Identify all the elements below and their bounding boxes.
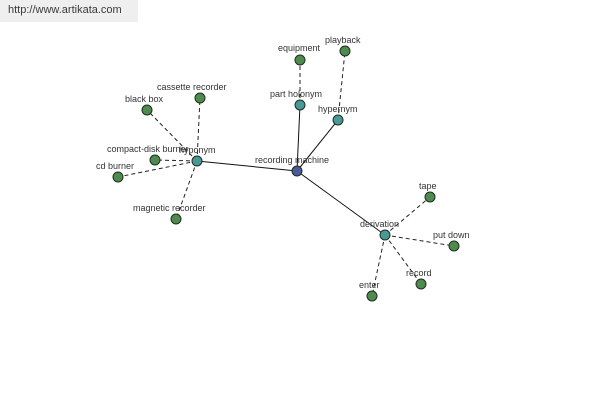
edge-derivation-record — [384, 234, 422, 285]
edge-hypernym-playback — [337, 50, 346, 121]
node-enter[interactable] — [366, 290, 378, 302]
label-cassette-recorder: cassette recorder — [157, 82, 227, 92]
solid-edges — [196, 104, 386, 236]
node-hypernym[interactable] — [332, 114, 344, 126]
label-black-box: black box — [125, 94, 164, 104]
dashed-edges — [117, 50, 455, 297]
label-put-down: put down — [433, 230, 470, 240]
label-center: recording machine — [255, 155, 329, 165]
node-derivation[interactable] — [379, 229, 391, 241]
edge-derivation-tape — [384, 196, 431, 236]
node-black-box[interactable] — [141, 104, 153, 116]
edge-center-derivation — [296, 170, 386, 236]
label-playback: playback — [325, 35, 361, 45]
label-hyponym: hyponym — [179, 145, 216, 155]
label-record: record — [406, 268, 432, 278]
node-tape[interactable] — [424, 191, 436, 203]
edge-center-hyponym — [196, 160, 298, 172]
node-cassette-recorder[interactable] — [194, 92, 206, 104]
watermark: http://www.artikata.com — [0, 0, 138, 22]
watermark-url: http://www.artikata.com — [8, 4, 122, 16]
nodes — [112, 45, 460, 302]
label-part-holonym: part holonym — [270, 89, 322, 99]
label-enter: enter — [359, 280, 380, 290]
label-magnetic-recorder: magnetic recorder — [133, 203, 206, 213]
node-center[interactable] — [291, 165, 303, 177]
label-hypernym: hypernym — [318, 104, 358, 114]
node-put-down[interactable] — [448, 240, 460, 252]
label-equipment: equipment — [278, 43, 321, 53]
edge-derivation-put-down — [384, 234, 455, 247]
label-derivation: derivation — [360, 219, 399, 229]
label-cd-burner: cd burner — [96, 161, 134, 171]
node-cd-burner[interactable] — [112, 171, 124, 183]
label-compact-disk-burner: compact-disk burner — [107, 144, 189, 154]
edge-hyponym-compact-disk-burner — [154, 159, 198, 162]
label-tape: tape — [419, 181, 437, 191]
edge-center-hypernym — [296, 119, 339, 172]
edge-derivation-enter — [371, 234, 386, 297]
node-compact-disk-burner[interactable] — [149, 154, 161, 166]
node-equipment[interactable] — [294, 54, 306, 66]
node-hyponym[interactable] — [191, 155, 203, 167]
edge-hyponym-black-box — [146, 109, 198, 162]
node-magnetic-recorder[interactable] — [170, 213, 182, 225]
edge-hyponym-magnetic-recorder — [175, 160, 198, 220]
node-playback[interactable] — [339, 45, 351, 57]
labels: recording machine hyponym part holonym h… — [96, 35, 470, 290]
edge-center-part-holonym — [296, 104, 301, 172]
node-part-holonym[interactable] — [294, 99, 306, 111]
node-record[interactable] — [415, 278, 427, 290]
edge-hyponym-cassette-recorder — [196, 97, 201, 162]
